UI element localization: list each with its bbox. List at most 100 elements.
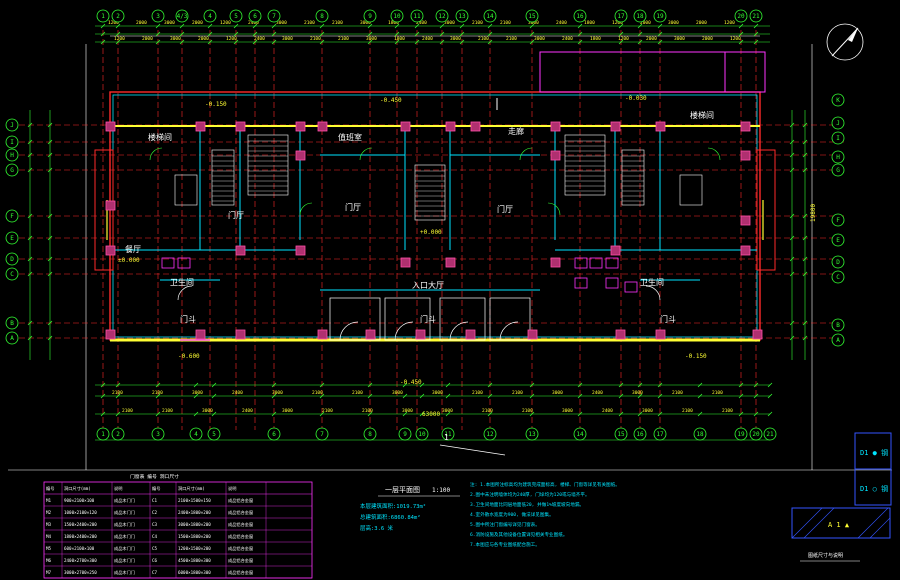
dimension-tick	[414, 39, 420, 45]
dimension-tick	[27, 320, 33, 326]
axis-bubble-bottom-label: 10	[418, 431, 426, 438]
axis-bubble-left	[5, 118, 19, 132]
dimension-tick	[802, 271, 808, 277]
dimension-value: 3000	[282, 36, 293, 42]
structural-column	[527, 329, 538, 340]
dimension-value: 2100	[478, 36, 489, 42]
dimension-tick	[100, 23, 106, 29]
dimension-tick	[657, 39, 663, 45]
axis-bubble-bottom	[749, 427, 763, 441]
axis-bubble-left-label: D	[10, 256, 14, 263]
dimension-tick	[753, 411, 759, 417]
dimension-tick	[802, 213, 808, 219]
axis-bubble-left	[5, 331, 19, 345]
dimension-value: 1200	[724, 20, 735, 26]
dimension-value: 1800	[394, 36, 405, 42]
dimension-value: 2000	[198, 36, 209, 42]
dimension-tick	[100, 411, 106, 417]
schedule-cell: C1	[152, 498, 158, 503]
dimension-tick	[753, 39, 759, 45]
north-arrow-icon	[826, 23, 864, 61]
structural-column	[465, 329, 476, 340]
total-depth-label: 19800	[810, 204, 817, 222]
structural-column	[317, 121, 328, 132]
room-label-door-right: 门斗	[660, 314, 676, 324]
axis-bubble-right	[831, 333, 845, 347]
schedule-cell: 成品铝合金窗	[228, 521, 253, 528]
structural-column	[415, 329, 426, 340]
schedule-cell: 成品木门门	[114, 557, 135, 564]
dimension-tick	[271, 393, 277, 399]
axis-bubble-top-label: 8	[320, 13, 324, 20]
axis-bubble-bottom-label: 5	[212, 431, 216, 438]
schedule-header-cell: 洞口尺寸(mm)	[64, 485, 91, 492]
dimension-tick	[27, 335, 33, 341]
dimension-value: 3000	[642, 408, 653, 414]
dimension-tick	[529, 411, 535, 417]
dimension-value: 3000	[366, 36, 377, 42]
dimension-tick	[439, 39, 445, 45]
dimension-value: 3000	[674, 36, 685, 42]
dimension-tick	[367, 382, 373, 388]
axis-bubble-top-label: 7	[272, 13, 276, 20]
structural-column	[295, 121, 306, 132]
axis-bubble-bottom-label: 7	[320, 431, 324, 438]
schedule-cell: 成品木门门	[114, 569, 135, 576]
dimension-value: 2100	[682, 408, 693, 414]
note-line: 6.消防设施及其他设备位置详见相关专业图纸。	[470, 531, 567, 538]
dimension-value: 3000	[432, 390, 443, 396]
dimension-value: 2400	[556, 20, 567, 26]
axis-bubble-left	[5, 252, 19, 266]
dimension-value: 3000	[170, 36, 181, 42]
dimension-tick	[271, 23, 277, 29]
dimension-value: 2100	[512, 390, 523, 396]
dimension-tick	[27, 139, 33, 145]
dimension-value: 3000	[552, 390, 563, 396]
dimension-tick	[618, 393, 624, 399]
schedule-header-cell: 说明	[228, 485, 236, 492]
dimension-tick	[789, 139, 795, 145]
axis-bubble-left	[5, 163, 19, 177]
dimension-tick	[802, 152, 808, 158]
dimension-tick	[789, 320, 795, 326]
dimension-value: 2100	[712, 390, 723, 396]
dimension-tick	[100, 393, 106, 399]
elevation-tag: -0.600	[178, 353, 200, 360]
dimension-tick	[100, 39, 106, 45]
dimension-tick	[155, 39, 161, 45]
axis-bubble-left-label: H	[10, 152, 14, 159]
dimension-value: 3000	[282, 408, 293, 414]
axis-bubble-right	[831, 93, 845, 107]
axis-bubble-bottom	[398, 427, 412, 441]
axis-bubble-bottom	[633, 427, 647, 441]
dimension-value: 1200	[108, 20, 119, 26]
dimension-tick	[487, 23, 493, 29]
dimension-tick	[802, 122, 808, 128]
axis-bubble-left-label: A	[10, 335, 14, 342]
schedule-cell: 1800×2400×200	[64, 534, 97, 539]
dimension-tick	[193, 382, 199, 388]
dimension-value: 3000	[450, 36, 461, 42]
dimension-tick	[753, 31, 759, 37]
axis-bubble-top	[175, 9, 189, 23]
schedule-cell: 成品铝合金窗	[228, 545, 253, 552]
section-mark-label: 1	[444, 433, 449, 442]
note-line: 3.卫生间地面比同层地面低20, 并做1%坡度坡向地漏。	[470, 501, 584, 508]
dimension-value: 2000	[640, 20, 651, 26]
plan-scale: 1:100	[432, 487, 450, 494]
dimension-value: 3000	[442, 408, 453, 414]
axis-bubble-left	[5, 316, 19, 330]
schedule-cell: 2400×2700×300	[64, 558, 97, 563]
dimension-tick	[657, 23, 663, 29]
axis-bubble-top-label: 14	[486, 13, 494, 20]
axis-bubble-top	[267, 9, 281, 23]
schedule-cell: 3000×2700×250	[64, 570, 97, 575]
dimension-tick	[27, 122, 33, 128]
dimension-tick	[439, 23, 445, 29]
dimension-value: 2000	[136, 20, 147, 26]
schedule-cell: 600×2100×100	[64, 546, 95, 551]
dimension-tick	[802, 139, 808, 145]
dimension-tick	[789, 271, 795, 277]
axis-bubble-top-label: 11	[413, 13, 421, 20]
elevation-tag: -0.150	[205, 101, 227, 108]
